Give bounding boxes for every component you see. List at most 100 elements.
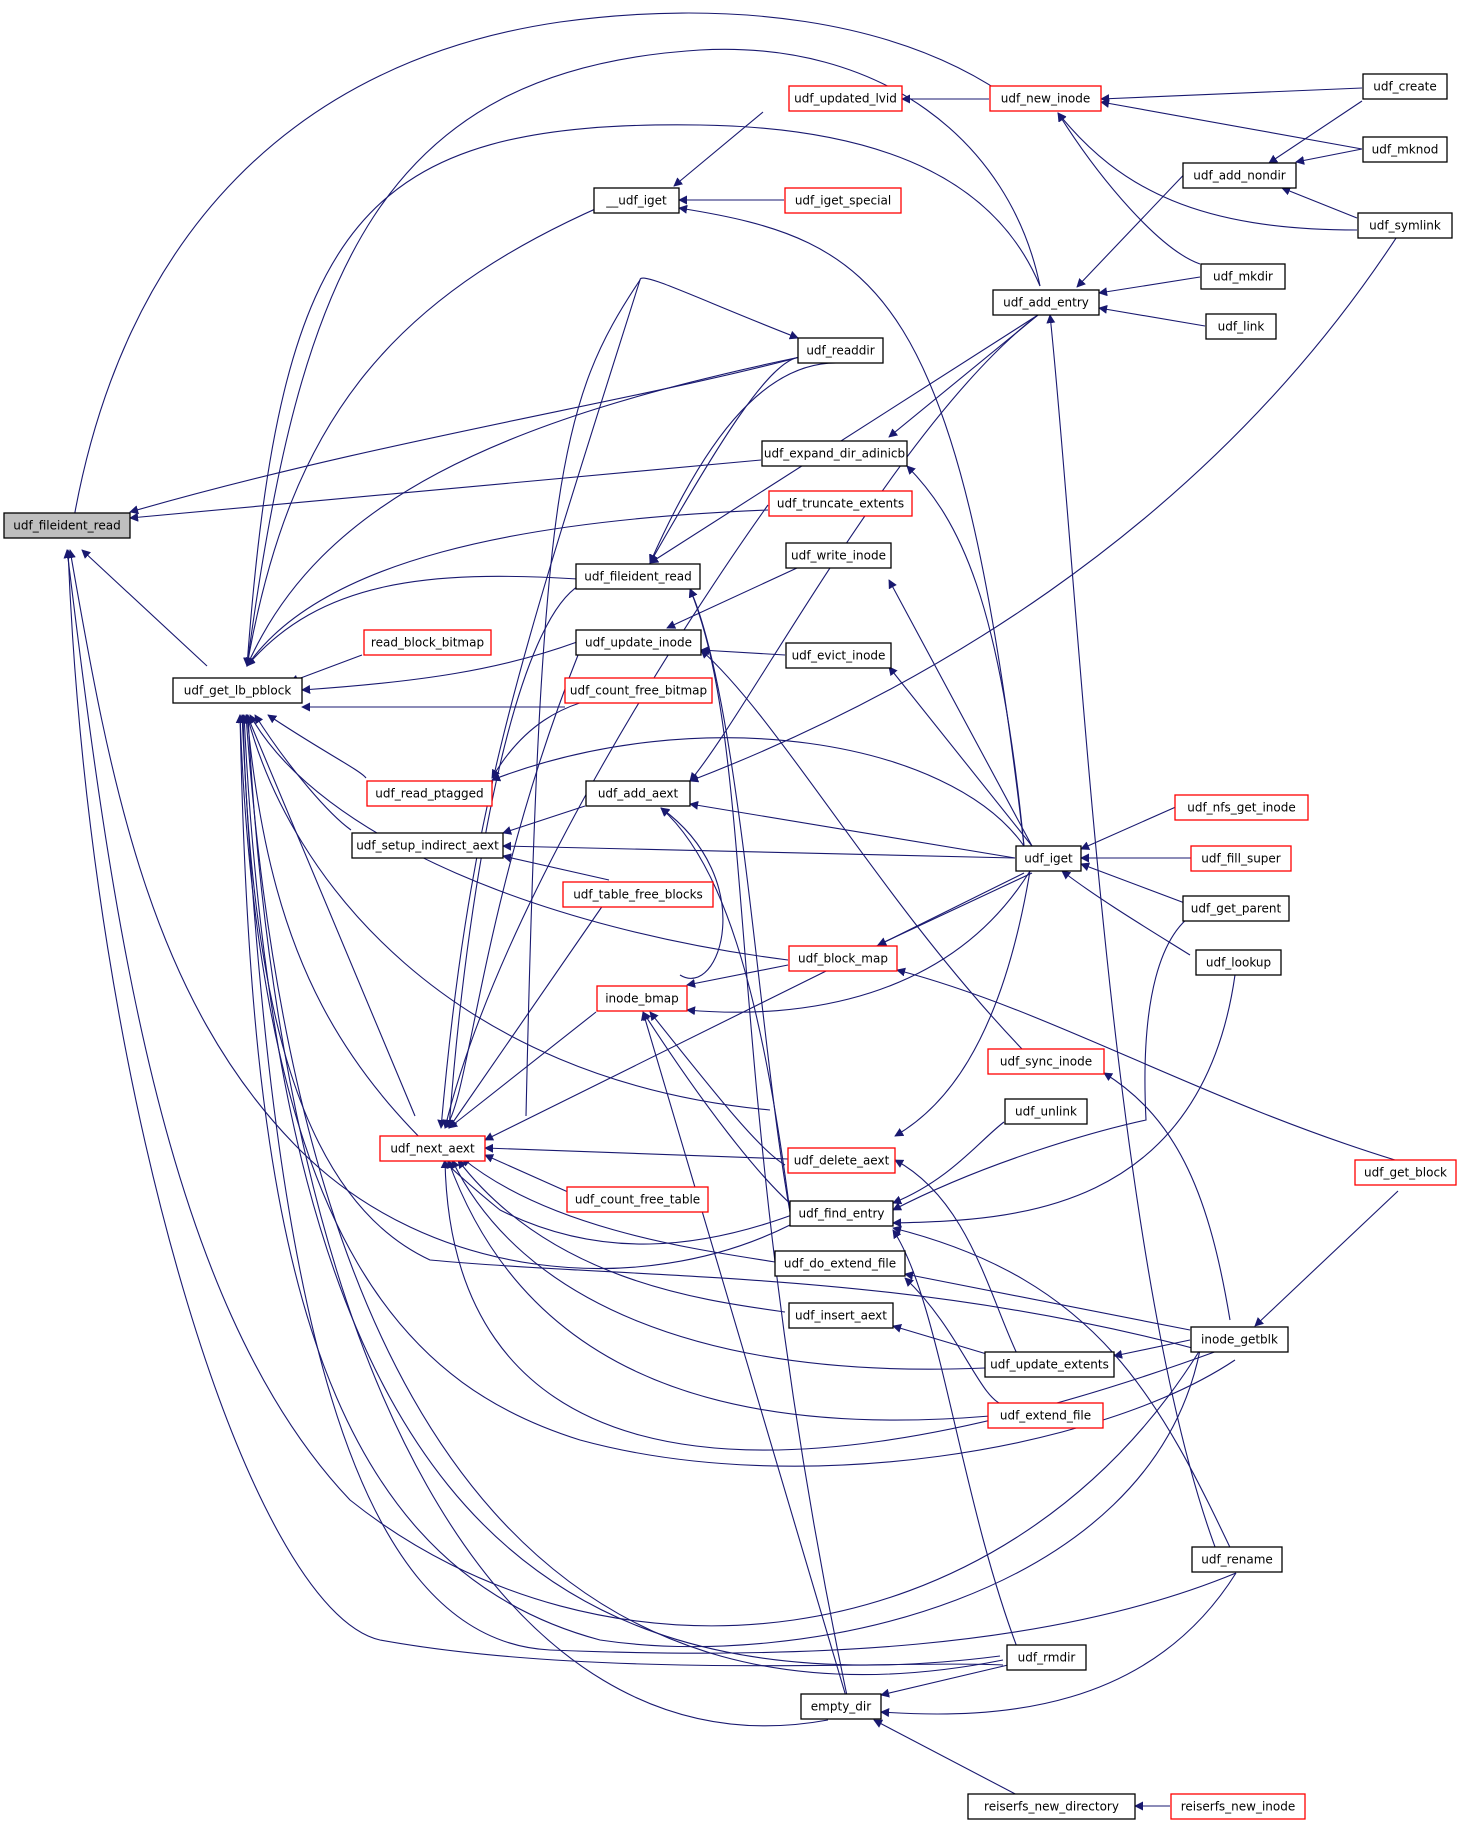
- edge: [246, 575, 579, 667]
- node-udf-evict-inode[interactable]: udf_evict_inode: [785, 642, 892, 669]
- edge: [888, 579, 1033, 847]
- node-udf-get-lb-pblock[interactable]: udf_get_lb_pblock: [172, 677, 303, 704]
- edge: [1295, 148, 1363, 165]
- edge: [892, 1225, 1237, 1561]
- node-label: udf_add_nondir: [1193, 169, 1286, 183]
- node-box: [1354, 1159, 1457, 1186]
- node-label: udf_extend_file: [1000, 1409, 1091, 1423]
- node-box: [1170, 1793, 1306, 1820]
- node-box: [593, 187, 680, 214]
- node-box: [987, 1048, 1105, 1075]
- node-reiserfs-new-inode[interactable]: reiserfs_new_inode: [1170, 1793, 1306, 1820]
- edge: [525, 277, 799, 1117]
- node-udf-expand-dir-adinicb[interactable]: udf_expand_dir_adinicb: [761, 440, 908, 467]
- node-inode-getblk[interactable]: inode_getblk: [1190, 1326, 1289, 1353]
- edge: [649, 314, 1039, 564]
- node-udf-fill-super[interactable]: udf_fill_super: [1190, 845, 1292, 872]
- node-udf-write-inode[interactable]: udf_write_inode: [785, 542, 892, 569]
- node-box: [1357, 212, 1453, 239]
- node-reiserfs-new-directory[interactable]: reiserfs_new_directory: [967, 1793, 1136, 1820]
- node-udf-setup-indirect-aext[interactable]: udf_setup_indirect_aext: [351, 832, 504, 859]
- node-udf-extend-file[interactable]: udf_extend_file: [987, 1402, 1104, 1429]
- node-udf-rename[interactable]: udf_rename: [1191, 1546, 1283, 1573]
- node-udf-do-extend-file[interactable]: udf_do_extend_file: [774, 1250, 906, 1277]
- call-graph-edges: [63, 12, 1401, 1811]
- edge: [904, 1277, 1005, 1406]
- node-udf-sync-inode[interactable]: udf_sync_inode: [987, 1048, 1105, 1075]
- edge: [267, 714, 367, 779]
- node-label: udf_mkdir: [1213, 270, 1273, 284]
- node-udf-mknod[interactable]: udf_mknod: [1362, 136, 1448, 163]
- node-box: [575, 563, 701, 590]
- edge: [448, 1011, 597, 1129]
- node-box: [363, 629, 492, 656]
- node-udf-add-entry[interactable]: udf_add_entry: [992, 289, 1100, 316]
- node-box: [1200, 263, 1286, 290]
- edge: [129, 356, 801, 515]
- node-udf-unlink[interactable]: udf_unlink: [1004, 1098, 1088, 1125]
- edge: [446, 1159, 991, 1421]
- node-udf-create[interactable]: udf_create: [1362, 73, 1448, 100]
- node-box: [3, 512, 131, 539]
- node-label: udf_block_map: [798, 952, 888, 966]
- node-label: udf_add_aext: [598, 787, 679, 801]
- node-udf-iget-special[interactable]: udf_iget_special: [784, 187, 902, 214]
- node-read-block-bitmap[interactable]: read_block_bitmap: [363, 629, 492, 656]
- node-udf-lookup[interactable]: udf_lookup: [1195, 949, 1282, 976]
- edge: [502, 841, 1016, 859]
- node-udf-updated-lvid[interactable]: udf_updated_lvid: [788, 85, 903, 112]
- node-udf-get-parent[interactable]: udf_get_parent: [1182, 895, 1290, 922]
- edge: [640, 1011, 851, 1711]
- node-udf-iget[interactable]: udf_iget: [1015, 845, 1082, 872]
- node-udf-delete-aext[interactable]: udf_delete_aext: [787, 1147, 896, 1174]
- node-udf-link[interactable]: udf_link: [1205, 313, 1277, 340]
- node-udf-add-aext[interactable]: udf_add_aext: [585, 780, 691, 807]
- node-box: [575, 629, 702, 656]
- edge: [880, 1572, 1237, 1718]
- node-inode-bmap[interactable]: inode_bmap: [596, 985, 688, 1012]
- edge: [461, 1157, 776, 1263]
- node-udf-insert-aext[interactable]: udf_insert_aext: [788, 1302, 894, 1329]
- edge: [246, 356, 801, 667]
- edge: [1046, 314, 1221, 1561]
- node-udf-count-free-bitmap[interactable]: udf_count_free_bitmap: [564, 677, 713, 704]
- node-box: [1190, 845, 1292, 872]
- node-box: [789, 1200, 894, 1227]
- node-label: udf_readdir: [806, 344, 874, 358]
- edge: [445, 584, 581, 1129]
- node-box: [379, 1135, 486, 1162]
- node-udf-iget[interactable]: __udf_iget: [593, 187, 680, 214]
- edge: [686, 870, 1031, 1016]
- edge: [1057, 112, 1358, 231]
- node-empty-dir[interactable]: empty_dir: [800, 1693, 882, 1720]
- edge: [1080, 805, 1179, 850]
- node-udf-add-nondir[interactable]: udf_add_nondir: [1182, 162, 1297, 189]
- node-udf-mkdir[interactable]: udf_mkdir: [1200, 263, 1286, 290]
- node-udf-table-free-blocks[interactable]: udf_table_free_blocks: [562, 881, 714, 908]
- node-udf-update-inode[interactable]: udf_update_inode: [575, 629, 702, 656]
- node-udf-readdir[interactable]: udf_readdir: [797, 337, 884, 364]
- node-box: [1195, 949, 1282, 976]
- node-box: [1182, 162, 1297, 189]
- node-udf-truncate-extents[interactable]: udf_truncate_extents: [768, 490, 913, 517]
- edge: [301, 641, 578, 694]
- node-udf-find-entry[interactable]: udf_find_entry: [789, 1200, 894, 1227]
- node-udf-fileident-read[interactable]: udf_fileident_read: [3, 512, 131, 539]
- node-udf-symlink[interactable]: udf_symlink: [1357, 212, 1453, 239]
- node-box: [585, 780, 691, 807]
- edge: [892, 1324, 991, 1356]
- node-box: [1006, 1644, 1087, 1671]
- node-udf-fileident-read[interactable]: udf_fileident_read: [575, 563, 701, 590]
- node-udf-next-aext[interactable]: udf_next_aext: [379, 1135, 486, 1162]
- node-udf-block-map[interactable]: udf_block_map: [788, 945, 898, 972]
- node-udf-read-ptagged[interactable]: udf_read_ptagged: [366, 780, 493, 807]
- node-udf-get-block[interactable]: udf_get_block: [1354, 1159, 1457, 1186]
- node-udf-count-free-table[interactable]: udf_count_free_table: [566, 1186, 709, 1213]
- node-label: udf_nfs_get_inode: [1187, 801, 1296, 815]
- node-udf-update-extents[interactable]: udf_update_extents: [984, 1351, 1115, 1378]
- node-udf-nfs-get-inode[interactable]: udf_nfs_get_inode: [1174, 794, 1309, 821]
- edge: [892, 909, 1201, 1211]
- node-label: udf_mknod: [1372, 143, 1439, 157]
- node-udf-rmdir[interactable]: udf_rmdir: [1006, 1644, 1087, 1671]
- node-udf-new-inode[interactable]: udf_new_inode: [989, 85, 1102, 112]
